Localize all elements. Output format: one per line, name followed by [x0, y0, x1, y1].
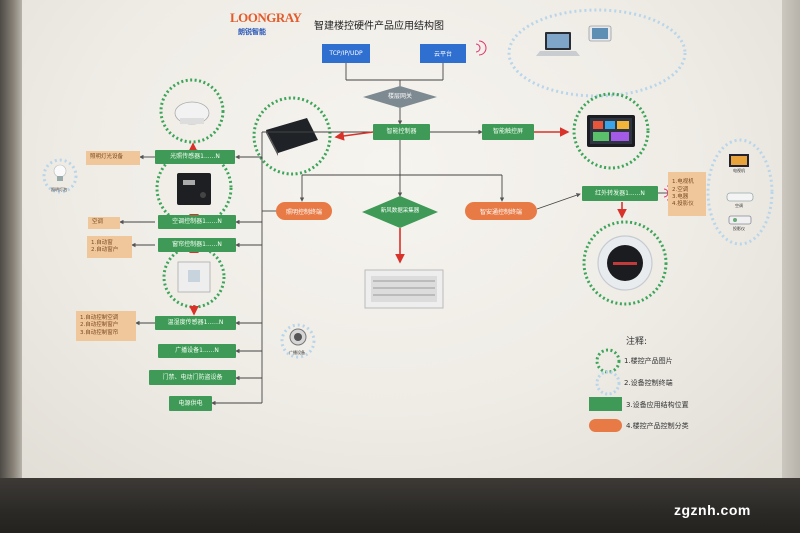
tv-label: 电视机: [733, 168, 745, 173]
product-ring-touchscreen: [572, 92, 650, 170]
data-collector-image: [364, 269, 444, 309]
aircontroller-device-icon: [177, 173, 211, 205]
bulb-icon: [53, 164, 67, 181]
legend-item-3: 3.设备应用结构位置: [626, 401, 689, 409]
air-ctrl-box: 空调控制器1......N: [158, 215, 236, 229]
light-note: 照明灯光设备: [90, 154, 124, 161]
legend-item-1: 1.楼控产品图片: [624, 357, 673, 365]
terminal-box: 智能触控屏: [482, 124, 534, 140]
speaker-icon: [289, 328, 307, 346]
air-note-box: 空调: [88, 217, 120, 229]
product-ring-ir: [582, 220, 668, 306]
human-sensor-box: 温湿度传感器1......N: [155, 316, 236, 330]
tv-icon: [729, 154, 749, 167]
gateway-label: 楼层网关: [387, 93, 412, 101]
table-edge: [0, 478, 800, 533]
ir-list-line: 2.空调: [672, 186, 689, 193]
watermark: zgznh.com: [674, 502, 751, 518]
curtain-note-line: 1.自动窗: [91, 239, 113, 246]
wifi-icon-cloud: [475, 40, 487, 56]
legend-green-swatch: [589, 397, 622, 411]
laptop-icon: [536, 32, 580, 56]
auto-note-line: 2.自动控制窗户: [80, 322, 119, 329]
controller-box: 智能控制器: [373, 124, 430, 140]
tcp-box: TCP/IP/UDP: [322, 44, 370, 63]
datacenter-diamond: [362, 196, 438, 228]
light-note-box: 照明灯光设备: [86, 151, 140, 165]
bulb-label: 照明灯泡: [51, 187, 67, 192]
tablet-icon: [588, 25, 612, 42]
humansensor-device-icon: [177, 261, 211, 293]
datacenter-label: 新风数据采集器: [380, 208, 420, 215]
touchscreen-icon: [587, 115, 635, 147]
projector-icon: [728, 215, 752, 225]
speaker-label: 广播设备: [289, 350, 305, 355]
controller-device-icon: [266, 118, 318, 156]
gateway-diamond: [363, 86, 437, 108]
cloud-box: 云平台: [420, 44, 466, 63]
legend-item-4: 4.楼控产品控制分类: [626, 422, 689, 430]
product-ring-aircontroller: [155, 149, 233, 227]
curtain-note-line: 2.自动窗户: [91, 247, 119, 253]
brand-sub: 朗锐智能: [238, 28, 266, 36]
ir-list-line: 1.电视机: [672, 179, 694, 186]
ceiling-sensor-icon: [174, 101, 210, 125]
ac-icon: [726, 192, 754, 202]
ir-transmitter-box: 红外转发器1......N: [582, 186, 658, 201]
auto-note-line: 3.自动控制窗帘: [80, 329, 119, 336]
bulb-ring: [42, 158, 78, 194]
sensor-light-box: 光照传感器1......N: [155, 150, 235, 164]
legend-orange-swatch: [589, 419, 622, 432]
legend-title: 注释:: [626, 337, 648, 347]
auto-note-box: 1.自动控制空调 2.自动控制窗户 3.自动控制窗帘: [76, 311, 136, 341]
security-class-pill: 智安通控制终端: [465, 202, 537, 220]
speaker-ring: [280, 323, 316, 359]
air-note: 空调: [92, 219, 104, 226]
broadcast-box: 广播设备1......N: [158, 344, 236, 358]
legend-green-ring: [595, 348, 621, 374]
ac-label: 空调: [735, 203, 743, 208]
brand-logo: LOONGRAY: [230, 10, 302, 25]
page-title: 智建楼控硬件产品应用结构图: [314, 21, 444, 32]
ir-list-line: 4.投影仪: [672, 201, 694, 208]
product-ring-sensor: [159, 78, 225, 144]
power-box: 电源供电: [169, 396, 212, 411]
cloud-terminal-ring: [507, 8, 687, 98]
product-ring-controller: [252, 96, 332, 176]
door-box: 门禁、电动门防盗设备: [149, 370, 236, 385]
ir-device-icon: [597, 235, 653, 291]
auto-note-line: 1.自动控制空调: [80, 314, 119, 321]
legend-blue-ring: [595, 370, 621, 396]
ir-terminal-ring: [706, 138, 774, 246]
legend-item-2: 2.设备控制终端: [624, 379, 673, 387]
curtain-note-box: 1.自动窗 2.自动窗户: [87, 236, 132, 258]
ir-list-line: 3.电器: [672, 194, 689, 200]
curtain-ctrl-box: 窗帘控制器1......N: [158, 238, 236, 252]
light-class-pill: 照明控制终端: [276, 202, 332, 220]
projector-label: 投影仪: [733, 226, 745, 231]
ir-list-box: 1.电视机 2.空调 3.电器 4.投影仪: [668, 172, 706, 216]
